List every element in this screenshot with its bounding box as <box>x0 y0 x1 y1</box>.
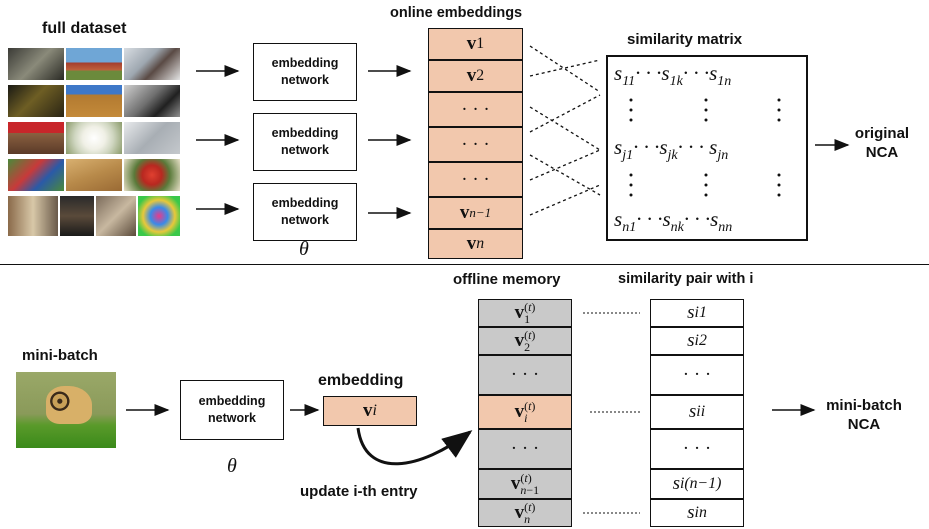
embedding-cell: · · · <box>428 92 523 127</box>
update-arrow <box>356 427 473 466</box>
memory-cell: v(t)2 <box>478 327 572 355</box>
memory-cell: · · · <box>478 355 572 395</box>
embedding-network-box: embedding network <box>253 183 357 241</box>
memory-pair-links <box>583 312 640 514</box>
pair-cell: · · · <box>650 429 744 469</box>
leopard-shape <box>46 386 92 424</box>
original-nca-label: original NCA <box>854 125 910 161</box>
memory-cell: v(t)n <box>478 499 572 527</box>
memory-cell: v(t)1 <box>478 299 572 327</box>
matrix-row-1: s11· · ·s1k· · ·s1n <box>614 61 732 90</box>
embedding-network-box: embedding network <box>180 380 284 440</box>
embedding-network-box: embedding network <box>253 43 357 101</box>
dataset-image <box>66 48 122 80</box>
dataset-image <box>60 196 94 236</box>
memory-cell-current: v(t)i <box>478 395 572 429</box>
matrix-dots <box>629 98 781 197</box>
update-entry-label: update i-th entry <box>300 483 418 500</box>
memory-cell: v(t)n−1 <box>478 469 572 499</box>
mini-batch-image <box>16 372 116 448</box>
dataset-image <box>124 159 180 191</box>
matrix-row-n: sn1· · ·snk· · ·snn <box>614 207 733 236</box>
dataset-image <box>96 196 136 236</box>
mini-batch-label: mini-batch <box>22 347 98 364</box>
dataset-image <box>124 85 180 117</box>
section-divider <box>0 264 929 265</box>
similarity-matrix: s11· · ·s1k· · ·s1n sj1· · ·sjk· · · sjn… <box>606 55 808 241</box>
dataset-image <box>8 85 64 117</box>
online-embeddings-label: online embeddings <box>390 5 523 21</box>
dataset-image <box>66 159 122 191</box>
offline-memory-label: offline memory <box>453 271 561 288</box>
embedding-network-box: embedding network <box>253 113 357 171</box>
dataset-image <box>8 122 64 154</box>
dataset-image <box>66 122 122 154</box>
matrix-row-j: sj1· · ·sjk· · · sjn <box>614 135 729 164</box>
dataset-image <box>138 196 180 236</box>
embedding-cell: · · · <box>428 162 523 197</box>
dataset-image <box>124 122 180 154</box>
theta-symbol: θ <box>227 455 237 477</box>
similarity-pair-label: similarity pair with i <box>618 271 754 287</box>
embedding-cell: · · · <box>428 127 523 162</box>
dataset-image <box>8 196 58 236</box>
mini-batch-nca-label: mini-batch NCA <box>826 397 902 433</box>
dataset-image <box>124 48 180 80</box>
dashed-connectors <box>529 45 601 216</box>
theta-symbol: θ <box>299 238 309 260</box>
pair-cell: · · · <box>650 355 744 395</box>
dataset-image <box>8 159 64 191</box>
memory-cell: · · · <box>478 429 572 469</box>
embedding-label: embedding <box>318 372 404 389</box>
full-dataset-label: full dataset <box>42 20 127 37</box>
dataset-image <box>66 85 122 117</box>
dataset-image <box>8 48 64 80</box>
similarity-matrix-label: similarity matrix <box>627 31 743 48</box>
